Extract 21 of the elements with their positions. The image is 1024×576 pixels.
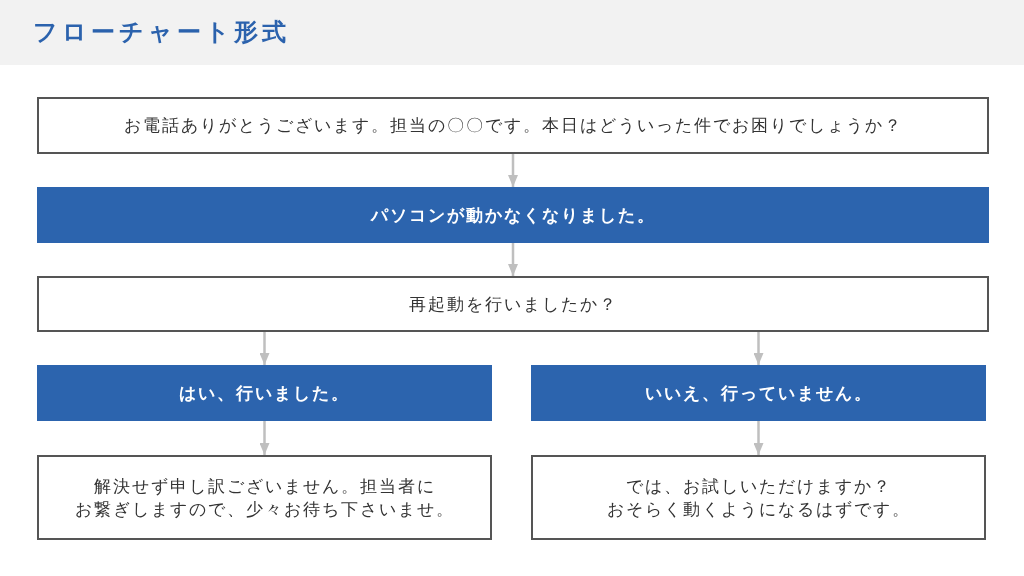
highlighted-box — [37, 187, 989, 243]
dialogue-text: パソコンが動かなくなりました。 — [370, 203, 656, 227]
arrow — [508, 243, 518, 276]
dialogue-text: では、お試しいただけますか？おそらく動くようになるはずです。 — [605, 474, 912, 521]
highlighted-box — [37, 365, 492, 421]
arrow — [259, 332, 270, 365]
arrow — [259, 421, 270, 455]
dialogue-text: はい、行いました。 — [179, 381, 350, 405]
process-box — [531, 455, 986, 540]
arrow — [753, 421, 764, 455]
arrow — [753, 332, 764, 365]
dialogue-text: いいえ、行っていません。 — [644, 381, 873, 405]
highlighted-box — [531, 365, 986, 421]
page-title: フローチャート形式 — [33, 18, 290, 47]
dialogue-text: 解決せず申し訳ございません。担当者にお繋ぎしますので、少々お待ち下さいませ。 — [73, 474, 456, 521]
process-box — [37, 276, 989, 332]
arrow — [508, 154, 518, 187]
process-box — [37, 97, 989, 154]
process-box — [37, 455, 492, 540]
dialogue-text: 再起動を行いましたか？ — [408, 292, 618, 316]
dialogue-text: お電話ありがとうございます。担当の〇〇です。本日はどういった件でお困りでしょうか？ — [123, 114, 903, 137]
